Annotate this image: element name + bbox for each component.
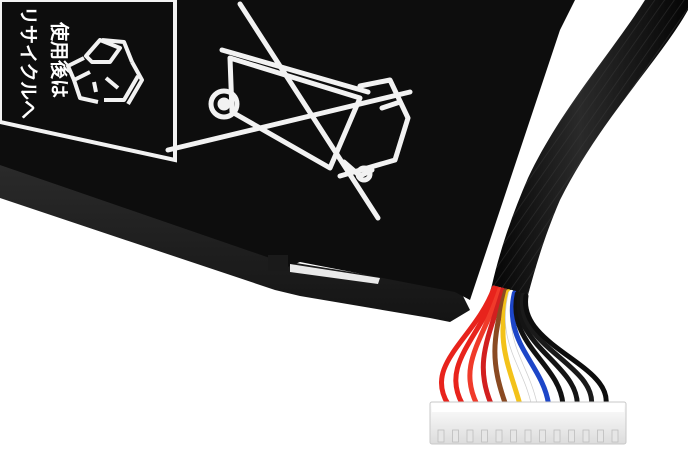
recycle-icon — [66, 38, 144, 106]
connector-pin-slot — [524, 429, 532, 443]
wire-bundle — [439, 285, 609, 407]
connector-pin-slot — [466, 429, 474, 443]
battery-pack — [0, 0, 575, 322]
wire — [480, 287, 506, 407]
battery-side-edge — [0, 160, 470, 322]
wire — [519, 292, 595, 407]
wire — [523, 293, 609, 407]
connector-pin-slot — [597, 429, 604, 443]
wire — [500, 289, 523, 407]
battery-top-face — [0, 0, 575, 300]
connector-pin-slot — [437, 429, 445, 443]
battery-side-notch — [268, 255, 288, 271]
wire-connector — [429, 401, 627, 445]
connector-pin-slot — [452, 429, 459, 443]
connector-pin-slot — [495, 429, 503, 443]
battery-corner-highlight — [290, 264, 380, 284]
wire — [467, 286, 503, 407]
wire — [439, 285, 497, 407]
connector-pin-slot — [582, 429, 590, 443]
wire — [505, 289, 537, 407]
connector-pin-slot — [568, 429, 575, 443]
connector-pin-slot — [539, 429, 546, 443]
wire — [513, 291, 566, 407]
connector-pin-slot — [481, 429, 488, 443]
wire — [516, 292, 580, 407]
crossed-out-wheelie-bin-icon — [165, 1, 413, 221]
connector-pin-slot — [553, 429, 561, 443]
recycle-label-panel: 使用後は リサイクルへ — [0, 0, 177, 163]
wire — [492, 288, 509, 407]
label-line-1: 使用後は — [48, 21, 71, 98]
connector-pin-slot — [611, 429, 619, 443]
wire — [509, 290, 552, 407]
label-line-2: リサイクルへ — [17, 6, 39, 119]
wire — [453, 286, 500, 407]
connector-pins — [437, 429, 619, 443]
connector-pin-slot — [510, 429, 517, 443]
connector-housing — [429, 401, 627, 445]
